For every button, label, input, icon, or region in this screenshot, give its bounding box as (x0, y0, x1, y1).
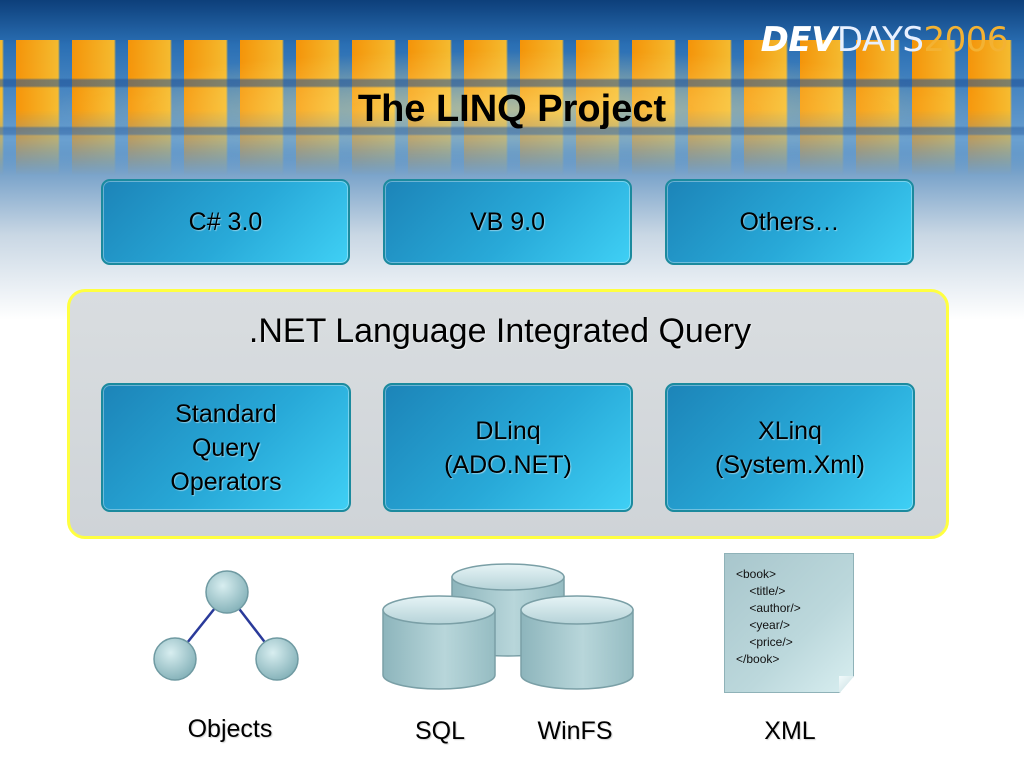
language-box-label: C# 3.0 (188, 208, 263, 236)
component-box-label: XLinq (System.Xml) (715, 416, 865, 479)
language-box-csharp: C# 3.0 (101, 179, 350, 265)
banner-tile-pattern (0, 40, 1024, 175)
component-box-label: DLinq (ADO.NET) (444, 416, 572, 479)
database-cylinder-winfs (520, 595, 634, 690)
component-box-label: Standard Query Operators (170, 399, 282, 496)
xml-line: </book> (736, 652, 780, 666)
xml-document-text: <book> <title/> <author/> <year/> <price… (736, 566, 801, 668)
devdays-logo: DEVDAYS2006 (760, 20, 1009, 60)
component-box-standard-query-operators: Standard Query Operators (101, 383, 351, 512)
graph-node-right (255, 637, 299, 681)
sql-label: SQL (414, 717, 466, 745)
winfs-label: WinFS (537, 717, 613, 745)
xml-document-icon (724, 553, 854, 693)
linq-heading: .NET Language Integrated Query (248, 312, 752, 350)
component-box-dlinq: DLinq (ADO.NET) (383, 383, 633, 512)
xml-line: <author/> (736, 601, 801, 615)
objects-graph-icon (153, 570, 299, 681)
language-box-label: Others… (739, 208, 840, 236)
language-box-others: Others… (665, 179, 914, 265)
graph-node-left (153, 637, 197, 681)
xml-line: <book> (736, 567, 777, 581)
graph-node-top (205, 570, 249, 614)
xml-line: <price/> (736, 635, 793, 649)
component-box-xlinq: XLinq (System.Xml) (665, 383, 915, 512)
header-banner: DEVDAYS2006 (0, 0, 1024, 175)
database-cylinders-icon (382, 563, 634, 690)
xml-label: XML (764, 717, 816, 745)
xml-line: <year/> (736, 618, 791, 632)
language-box-vb: VB 9.0 (383, 179, 632, 265)
xml-line: <title/> (736, 584, 786, 598)
database-cylinder-sql (382, 595, 496, 690)
objects-label: Objects (187, 715, 273, 743)
language-box-label: VB 9.0 (469, 208, 546, 236)
slide-title: The LINQ Project (357, 88, 667, 130)
